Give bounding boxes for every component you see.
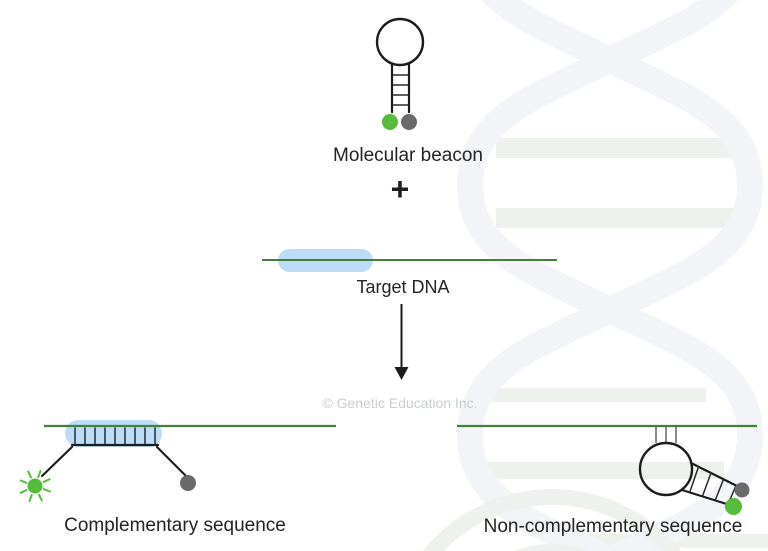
beacon-loop — [638, 441, 694, 497]
non-complementary-label: Non-complementary sequence — [483, 516, 743, 537]
beacon-loop — [375, 17, 425, 67]
quencher-dot — [401, 114, 417, 130]
helix-rung-band — [496, 208, 742, 228]
fluorophore-dot — [382, 114, 398, 130]
helix-strand — [456, 0, 764, 551]
fluorophore-dot — [725, 498, 742, 515]
fluorophore-dot — [27, 478, 43, 494]
down-arrow — [394, 304, 409, 380]
quencher-dot — [180, 475, 196, 491]
target-dna-label: Target DNA — [356, 277, 450, 297]
plus-operator: + — [390, 171, 410, 207]
target-dna-strand — [262, 259, 557, 262]
weak-contact-rungs — [655, 427, 677, 443]
hybridized-region-highlight — [65, 420, 162, 447]
helix-rung-band — [488, 388, 706, 402]
fluorescence-starburst-icon — [20, 470, 51, 502]
watermark-text: © Genetic Education Inc. — [322, 395, 478, 411]
complementary-figure — [20, 420, 336, 502]
molecular-beacon-label: Molecular beacon — [333, 145, 483, 166]
helix-rung-band — [488, 462, 724, 479]
quencher-dot — [734, 482, 750, 498]
fluorophore-arm — [40, 445, 74, 478]
molecular-beacon-figure — [375, 17, 425, 130]
helix-rung-band — [496, 138, 742, 158]
non-complementary-figure — [457, 424, 757, 515]
beacon-stem — [390, 62, 411, 114]
quencher-arm — [155, 445, 188, 478]
ghost-logo-circle — [422, 489, 682, 551]
complementary-label: Complementary sequence — [64, 515, 286, 536]
base-pair-rungs — [74, 427, 156, 444]
